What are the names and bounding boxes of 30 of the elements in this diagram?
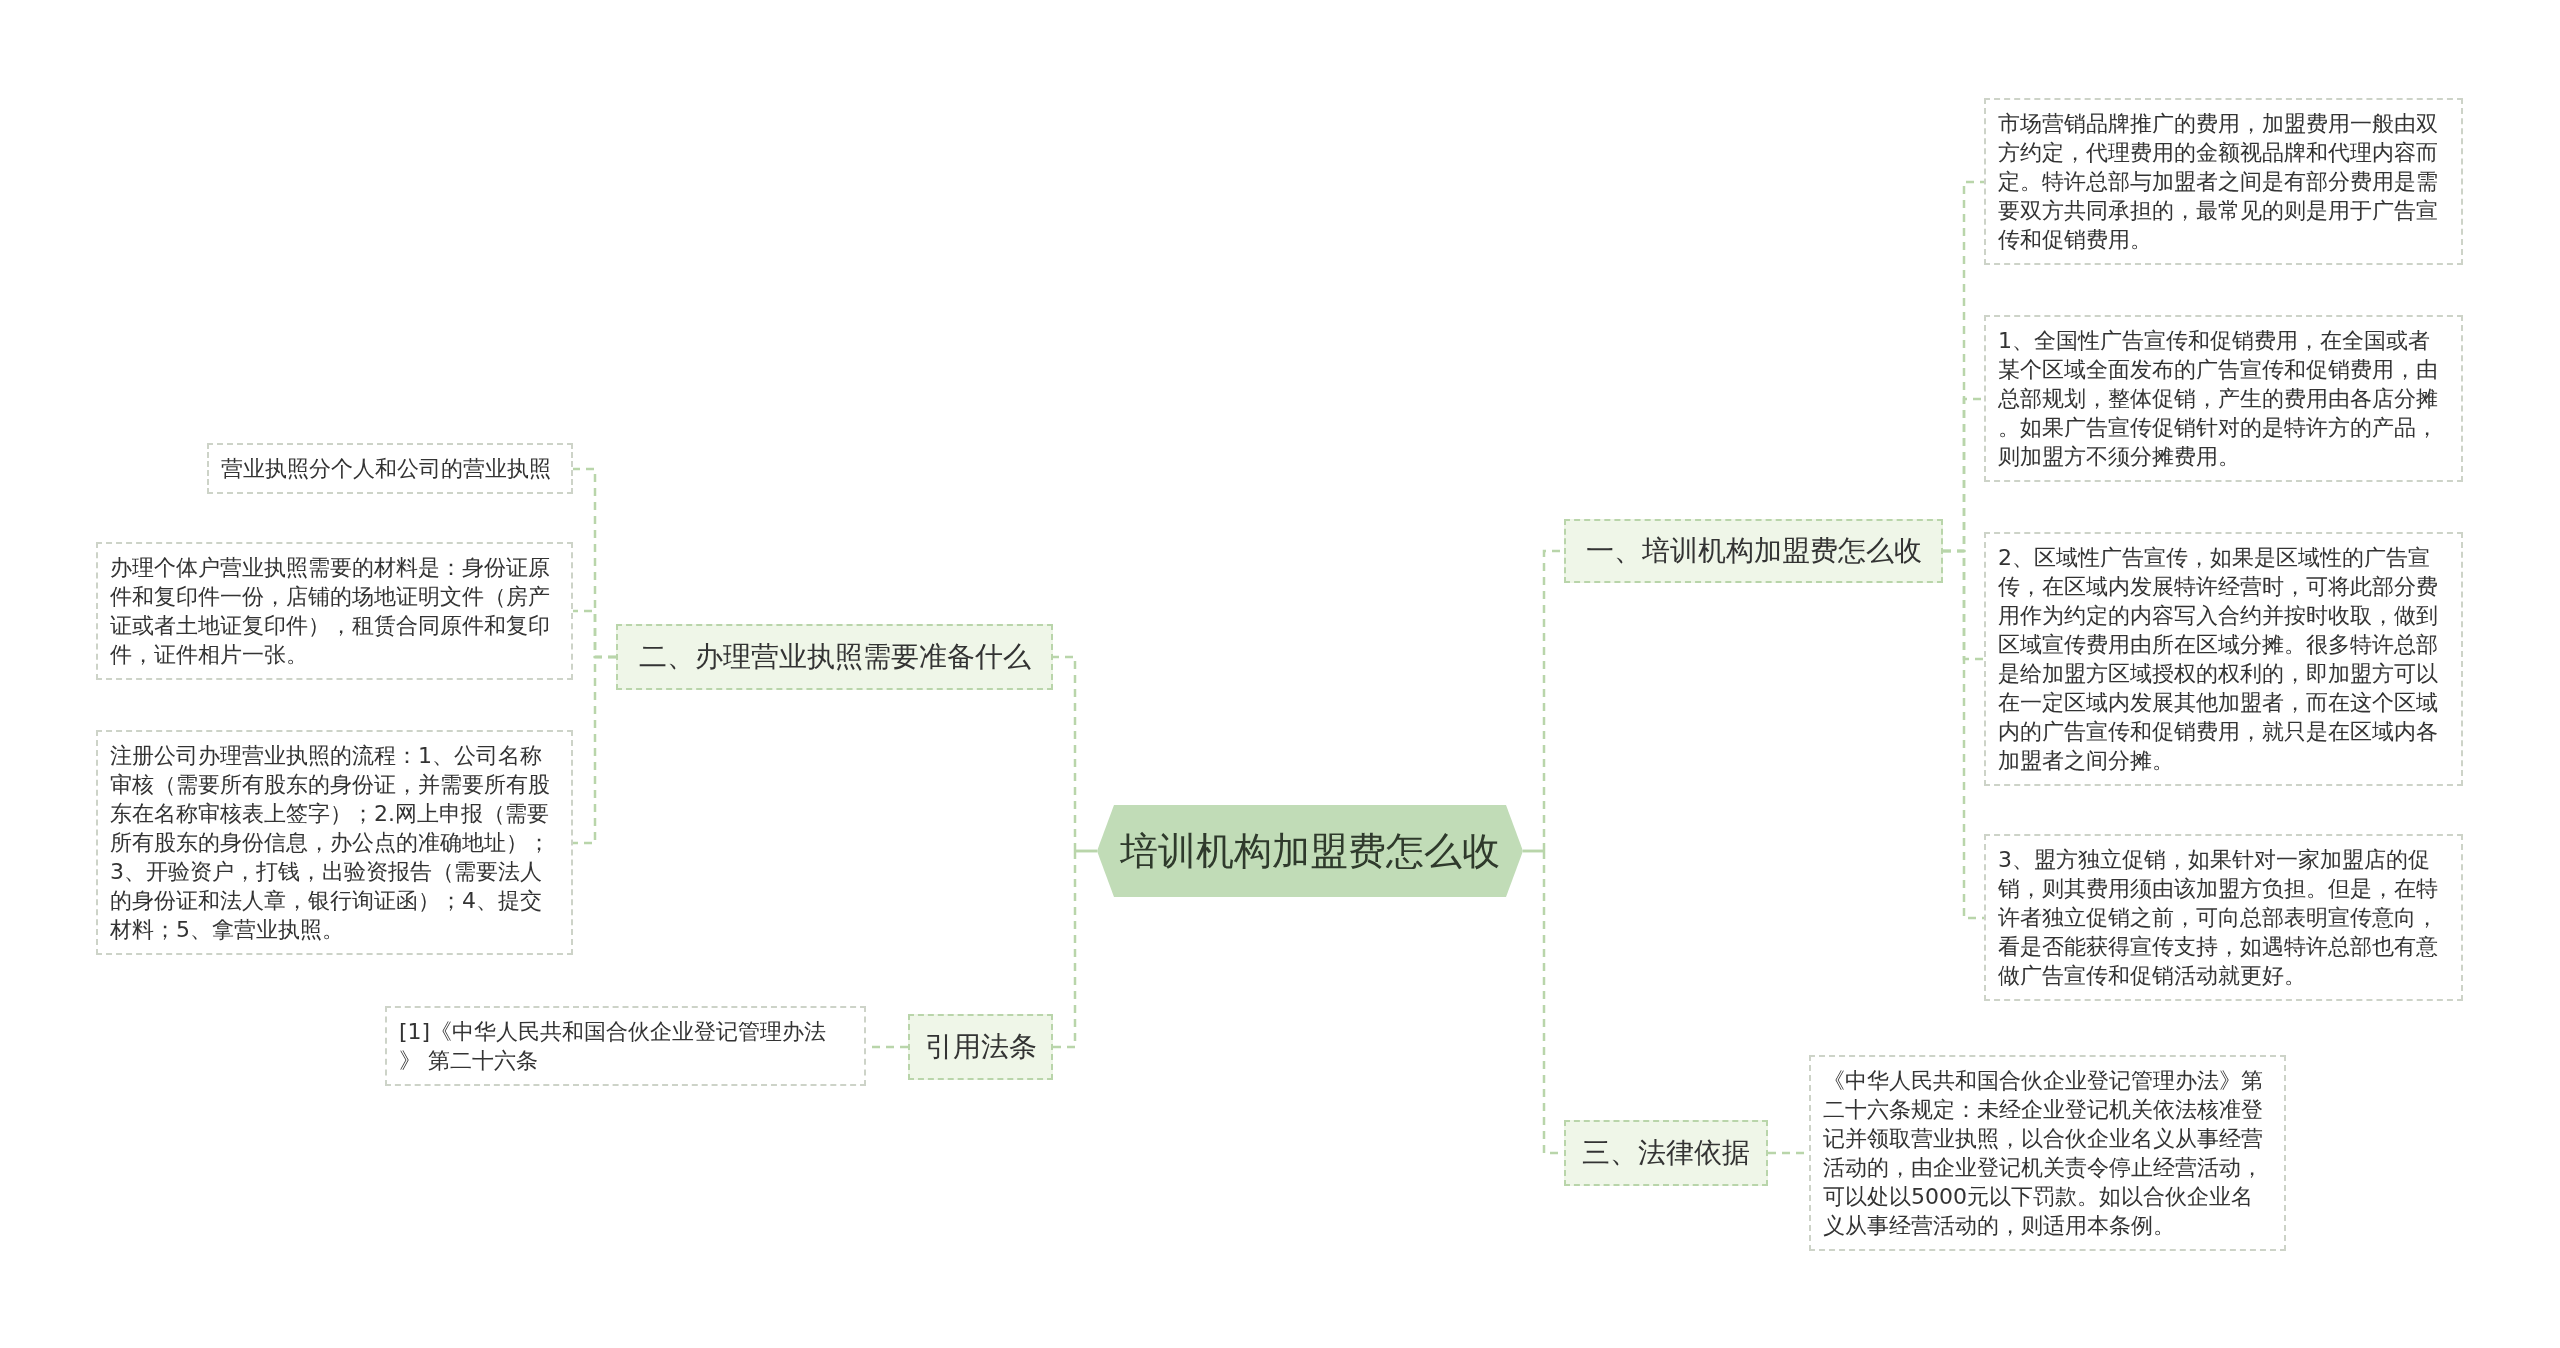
note-text: 注册公司办理营业执照的流程：1、公司名称审核（需要所有股东的身份证，并需要所有股东在名称审核表上签字）；2.网上申报（需要所有股东的身份信息，办公点的准确地址）；3、开验资户，打钱，出验资报告（需要法人的身份证和法人章，银行询证函）；4、提交材料；5、拿营业执照。	[110, 742, 551, 944]
note-text: 营业执照分个人和公司的营业执照	[221, 455, 552, 483]
connector-line	[1943, 549, 1984, 920]
note-text: 2、区域性广告宣传，如果是区域性的广告宣传，在区域内发展特许经营时，可将此部分费用作为约定的内容写入合约并按时收取，做到区域宣传费用由所在区域分摊。很多特许总部是给加盟方区域授权的权利的，即加盟方可以在一定区域内发展其他加盟者，而在这个区域内的广告宣传和促销费用，就只是在区域内各加盟者之间分摊。	[1998, 544, 2439, 775]
branch-box	[1564, 519, 1943, 583]
note-box	[96, 730, 573, 955]
note-box	[207, 443, 573, 494]
branch-box	[908, 1014, 1053, 1080]
note-text: 1、全国性广告宣传和促销费用，在全国或者某个区域全面发布的广告宣传和促销费用，由总部规划，整体促销，产生的费用由各店分摊。如果广告宣传促销针对的是特许方的产品，则加盟方不须分摊费用。	[1998, 327, 2439, 471]
branch-title: 一、培训机构加盟费怎么收	[1585, 533, 1922, 569]
note-box	[385, 1006, 866, 1086]
note-text: 《中华人民共和国合伙企业登记管理办法》第二十六条规定：未经企业登记机关依法核准登记并领取营业执照，以合伙企业名义从事经营活动的，由企业登记机关责令停止经营活动，可以处以5000元以下罚款。如以合伙企业名义从事经营活动的，则适用本条例。	[1823, 1067, 2264, 1240]
connector-line	[1053, 849, 1097, 1049]
note-box	[1984, 98, 2463, 265]
branch-title: 二、办理营业执照需要准备什么	[638, 639, 1031, 675]
note-box	[1984, 532, 2463, 786]
note-box	[1984, 834, 2463, 1001]
branch-title: 引用法条	[924, 1029, 1037, 1065]
note-text: [1]《中华人民共和国合伙企业登记管理办法》 第二十六条	[399, 1018, 828, 1075]
branch-box	[616, 624, 1053, 690]
note-text: 3、盟方独立促销，如果针对一家加盟店的促销，则其费用须由该加盟方负担。但是，在特许者独立促销之前，可向总部表明宣传意向，看是否能获得宣传支持，如遇特许总部也有意做广告宣传和促销活动就更好。	[1998, 846, 2439, 990]
note-text: 办理个体户营业执照需要的材料是：身份证原件和复印件一份，店铺的场地证明文件（房产证或者土地证复印件），租赁合同原件和复印件，证件相片一张。	[110, 554, 551, 669]
note-box	[96, 542, 573, 680]
note-text: 市场营销品牌推广的费用，加盟费用一般由双方约定，代理费用的金额视品牌和代理内容而定。特许总部与加盟者之间是有部分费用是需要双方共同承担的，最常见的则是用于广告宣传和促销费用。	[1998, 110, 2439, 254]
note-box	[1984, 315, 2463, 482]
branch-title: 三、法律依据	[1582, 1135, 1750, 1171]
connector-line	[573, 655, 616, 845]
note-box	[1809, 1055, 2286, 1251]
branch-box	[1564, 1120, 1768, 1186]
central-topic-text: 培训机构加盟费怎么收	[1120, 827, 1500, 875]
